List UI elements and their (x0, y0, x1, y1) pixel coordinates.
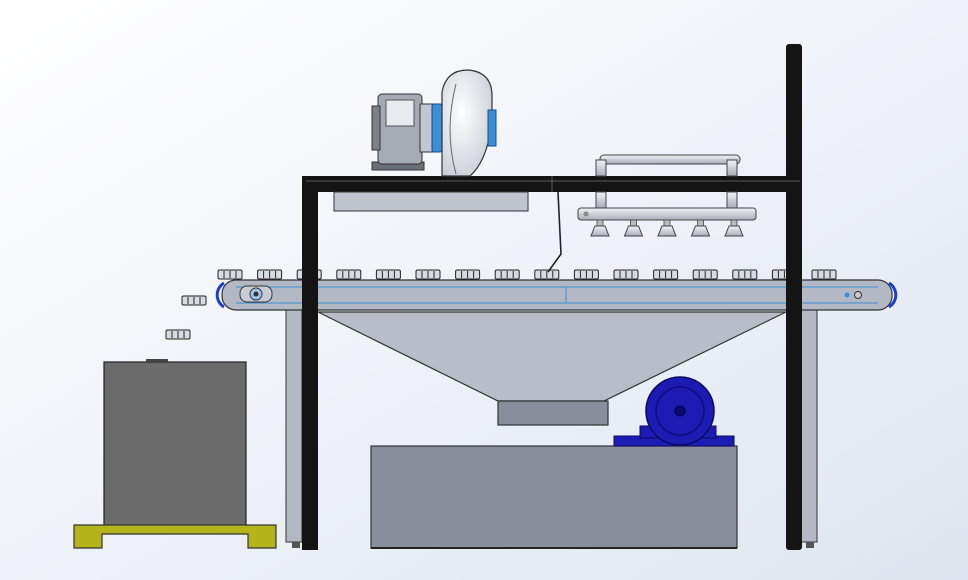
belt-item (692, 269, 718, 280)
pulley-right (888, 281, 898, 309)
belt-item (573, 269, 599, 280)
falling-items (165, 295, 207, 340)
pallet (73, 524, 277, 549)
belt-item (415, 269, 441, 280)
belt-item (336, 269, 362, 280)
conveyor-support-legs (285, 305, 818, 548)
nozzle-stem (663, 219, 671, 227)
bin-lid-tab (146, 359, 168, 363)
motor-block-face (385, 99, 415, 127)
nozzle-stem (596, 219, 604, 227)
falling-item (181, 295, 207, 306)
spray-nozzle (590, 225, 610, 237)
bin-body (103, 361, 247, 529)
frame-post-right (786, 44, 802, 550)
leg-foot-right (806, 542, 814, 548)
idler-bolt-2 (844, 292, 850, 298)
conveyor-leg-right (800, 305, 818, 543)
pulley-left (215, 281, 225, 309)
belt-item (257, 269, 283, 280)
nozzle-stem (697, 219, 704, 227)
leg-foot-left (292, 542, 300, 548)
sensor-rod (547, 191, 562, 273)
spray-nozzle (623, 225, 644, 237)
manifold-drop-left (595, 191, 607, 209)
belt-item (217, 269, 243, 280)
handle-leg-right (726, 159, 738, 177)
spray-nozzle (657, 225, 677, 237)
manifold-drop-right (726, 191, 738, 209)
idler-bolt (854, 291, 862, 299)
spray-nozzle (690, 225, 711, 237)
blower-unit (371, 69, 497, 177)
manifold-pipe (577, 207, 757, 221)
tank-body (370, 445, 738, 549)
handle-leg-left (595, 159, 607, 177)
pallet-body (73, 524, 277, 549)
mounting-plate (333, 191, 529, 212)
belt-item (613, 269, 639, 280)
motor-ring (655, 386, 705, 436)
volute-casing (441, 69, 493, 177)
belt-item (455, 269, 481, 280)
manifold-cap (583, 211, 589, 217)
belt-item (494, 269, 520, 280)
bearing-block (239, 285, 273, 303)
collection-bin (103, 359, 247, 529)
falling-item (165, 329, 191, 340)
belt-item (732, 269, 758, 280)
spray-nozzle (724, 225, 744, 237)
conveyor-leg-left (285, 305, 303, 543)
conveyor (215, 279, 898, 311)
handle-bar (599, 154, 741, 165)
motor-shaft (674, 405, 686, 417)
main-frame (302, 44, 802, 550)
belt-item (653, 269, 679, 280)
flange-blue (431, 103, 443, 153)
drive-motor (613, 376, 735, 447)
belt-item (811, 269, 837, 280)
belt-item (375, 269, 401, 280)
spray-manifold (577, 154, 757, 237)
nozzle-stem (730, 219, 738, 227)
belt-item (534, 269, 560, 280)
spray-nozzles (590, 219, 744, 237)
outlet-flange (487, 109, 497, 147)
volute-curve (449, 83, 457, 175)
hopper (317, 311, 787, 426)
collection-tank (370, 445, 738, 549)
motor-block-fin (371, 105, 381, 151)
nozzle-stem (630, 219, 637, 227)
frame-post-left (302, 178, 318, 550)
hopper-outlet (497, 400, 609, 426)
